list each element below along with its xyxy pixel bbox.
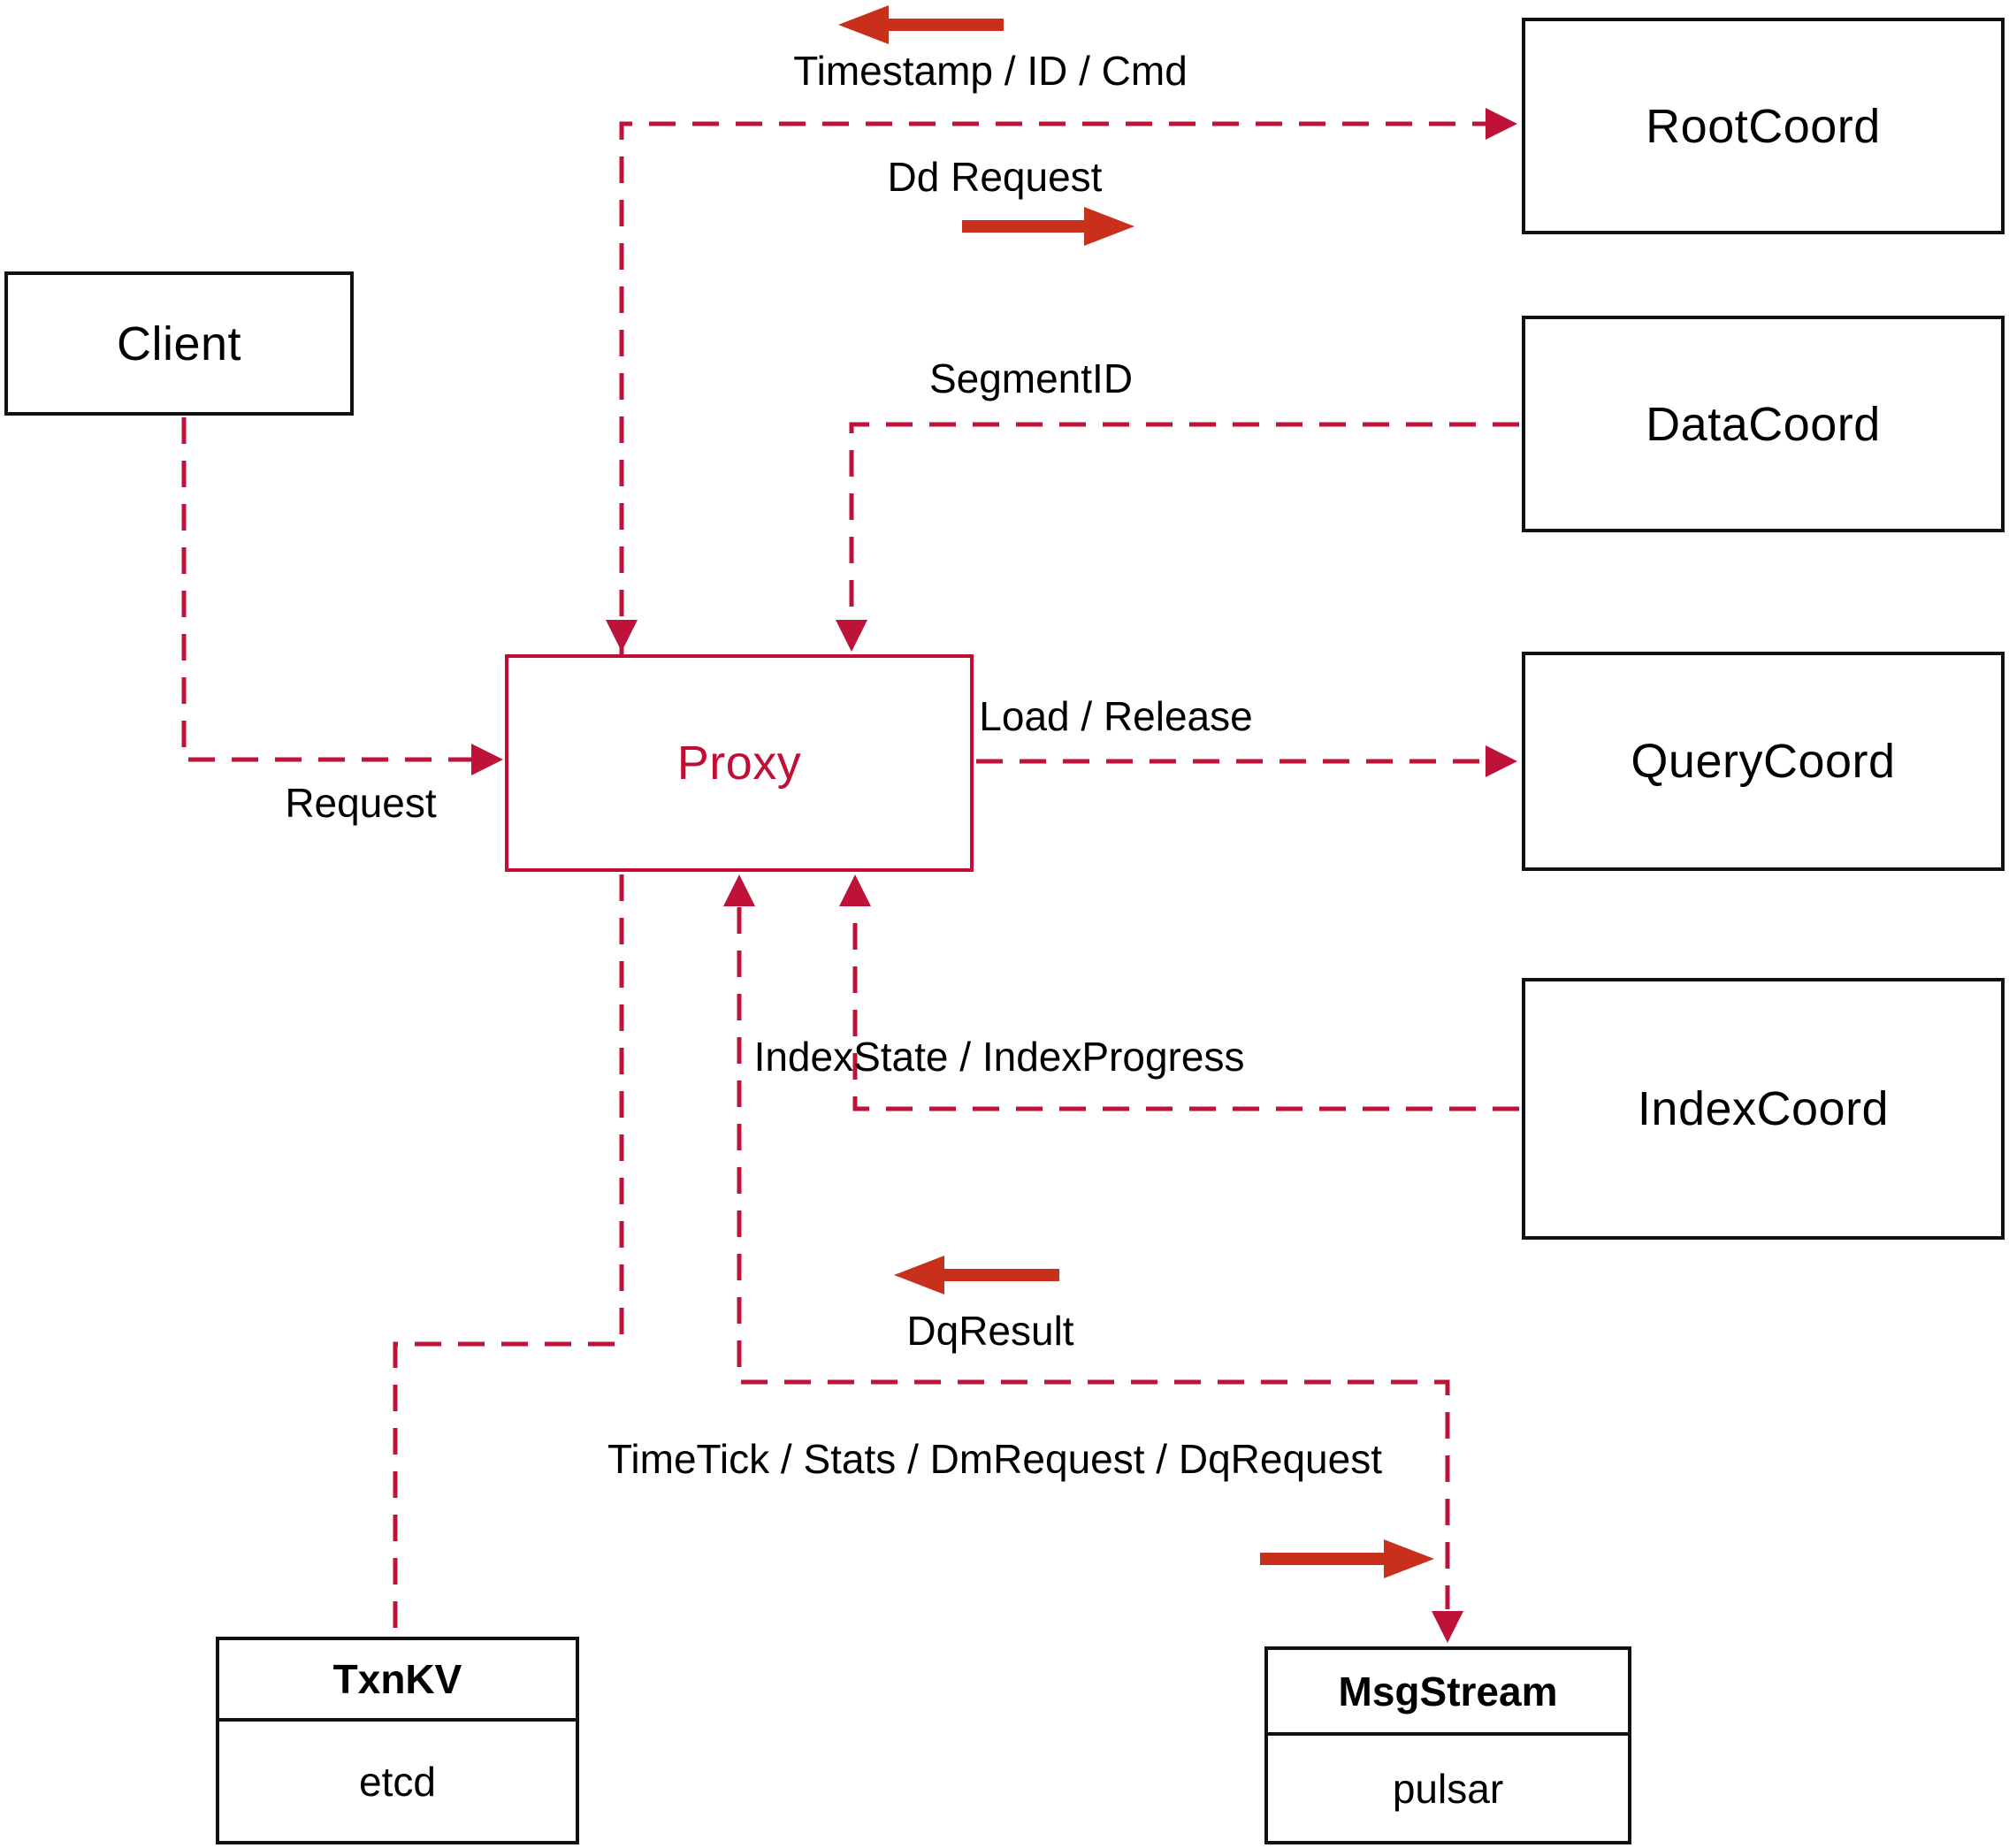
node-msgstream: MsgStream pulsar — [1264, 1646, 1631, 1844]
arrow-left-icon — [894, 1256, 1059, 1294]
node-client: Client — [4, 271, 354, 416]
node-rootcoord: RootCoord — [1522, 18, 2005, 234]
edge-label-load-release: Load / Release — [979, 693, 1253, 739]
node-datacoord: DataCoord — [1522, 316, 2005, 532]
node-querycoord: QueryCoord — [1522, 652, 2005, 871]
arrowhead-into-querycoord — [1486, 745, 1517, 777]
edge-proxy-msgstream — [737, 907, 1450, 1609]
edge-client-proxy — [181, 417, 493, 762]
edge-proxy-rootcoord — [619, 121, 1506, 660]
edge-indexcoord-proxy — [852, 907, 1519, 1111]
arrowhead-into-msgstream — [1432, 1611, 1463, 1643]
node-proxy: Proxy — [505, 654, 974, 872]
edge-proxy-txnkv — [393, 874, 624, 1634]
edge-label-request: Request — [285, 780, 437, 826]
arrow-right-icon — [1260, 1539, 1434, 1578]
arrowhead-into-proxy-top-right — [836, 620, 867, 652]
arrowhead-into-rootcoord — [1486, 108, 1517, 140]
arrowhead-into-proxy-left — [471, 744, 503, 775]
arrow-left-icon — [838, 5, 1004, 44]
node-rootcoord-label: RootCoord — [1646, 99, 1881, 153]
node-txnkv: TxnKV etcd — [216, 1637, 579, 1844]
edge-label-timestamp-id-cmd: Timestamp / ID / Cmd — [793, 48, 1188, 94]
node-proxy-label: Proxy — [676, 737, 802, 790]
arrow-right-icon — [962, 207, 1134, 246]
node-querycoord-label: QueryCoord — [1631, 735, 1896, 788]
edge-label-timetick: TimeTick / Stats / DmRequest / DqRequest — [607, 1436, 1382, 1482]
node-indexcoord: IndexCoord — [1522, 978, 2005, 1240]
arrowhead-into-proxy-bottom-left — [723, 874, 755, 906]
arrowhead-into-proxy-top-left — [606, 620, 638, 652]
node-datacoord-label: DataCoord — [1646, 397, 1881, 451]
node-txnkv-title: TxnKV — [219, 1640, 576, 1722]
edge-label-segment-id: SegmentID — [928, 355, 1134, 401]
edge-label-dd-request: Dd Request — [887, 154, 1103, 200]
node-msgstream-title: MsgStream — [1268, 1650, 1628, 1736]
edge-label-index-state: IndexState / IndexProgress — [753, 1034, 1245, 1080]
node-client-label: Client — [116, 317, 242, 370]
node-indexcoord-label: IndexCoord — [1637, 1082, 1890, 1135]
node-txnkv-subtitle: etcd — [359, 1758, 436, 1805]
edge-label-dq-result: DqResult — [906, 1308, 1074, 1354]
arrowhead-into-proxy-bottom-right — [839, 874, 871, 906]
node-msgstream-subtitle: pulsar — [1392, 1765, 1504, 1812]
edge-datacoord-proxy — [849, 422, 1519, 619]
